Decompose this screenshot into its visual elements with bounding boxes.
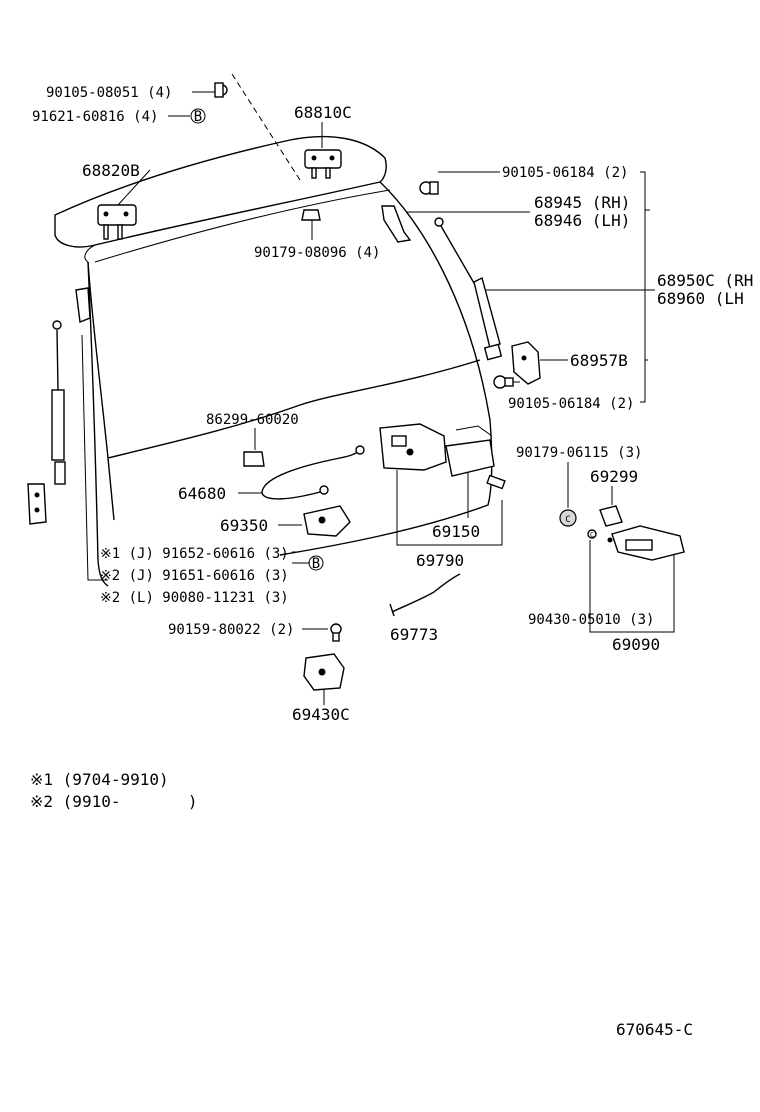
part-68945-bracket [381, 205, 412, 243]
label-68957b: 68957B [570, 351, 628, 370]
label-69773: 69773 [390, 625, 438, 644]
label-90105-06184-bottom: 90105-06184 (2) [508, 396, 634, 412]
part-90105-06184-bolt-bottom [493, 375, 514, 389]
part-68810c-hinge [304, 149, 342, 179]
svg-text:B: B [312, 556, 320, 572]
part-90430-05010-washer [587, 529, 597, 539]
label-64680: 64680 [178, 484, 226, 503]
part-86299-60020-clip [243, 451, 265, 467]
part-90105-08051-bolt [214, 82, 228, 98]
part-64680-cable [261, 445, 365, 500]
callout-b-top: B [190, 108, 206, 125]
label-91651-60616: ※2 (J) 91651-60616 (3) [100, 568, 289, 584]
label-68946: 68946 (LH) [534, 211, 630, 230]
label-86299-60020: 86299-60020 [206, 412, 299, 428]
dashed-leader [231, 73, 301, 181]
part-68950c-damper-right [434, 217, 503, 361]
part-69430c-striker [303, 653, 345, 691]
label-69350: 69350 [220, 516, 268, 535]
note-2: ※2 (9910- ) [30, 792, 198, 811]
label-90430-05010: 90430-05010 (3) [528, 612, 654, 628]
label-69150: 69150 [432, 522, 480, 541]
part-69350-lock-cylinder [303, 505, 351, 537]
label-90159-80022: 90159-80022 (2) [168, 622, 294, 638]
label-90179-08096: 90179-08096 (4) [254, 245, 380, 261]
callout-b-bottom: B [308, 555, 324, 572]
label-91652-60616: ※1 (J) 91652-60616 (3) [100, 546, 289, 562]
part-68820b-hinge [97, 204, 137, 240]
part-90159-80022-screw [330, 623, 342, 642]
label-91621-60816: 91621-60816 (4) [32, 109, 158, 125]
part-69090-outside-handle [607, 525, 685, 561]
part-69773-rod [389, 573, 461, 617]
back-door-outline [54, 135, 493, 587]
callout-c-nut: C [565, 515, 570, 525]
part-90179-08096-nut [301, 209, 321, 221]
part-68960-damper-left [51, 320, 66, 485]
note-1: ※1 (9704-9910) [30, 770, 169, 789]
label-69430c: 69430C [292, 705, 350, 724]
label-68945: 68945 (RH) [534, 193, 630, 212]
callout-c-washer: C [590, 531, 594, 539]
part-left-hinge-bracket [27, 483, 47, 525]
label-90105-08051: 90105-08051 (4) [46, 85, 172, 101]
part-labels: 90105-08051 (4) 91621-60816 (4) 68810C 6… [32, 85, 753, 724]
part-90179-06115-nut [559, 509, 577, 527]
svg-text:C: C [590, 531, 594, 539]
label-68820b: 68820B [82, 161, 140, 180]
label-90105-06184-top: 90105-06184 (2) [502, 165, 628, 181]
part-69299-protector [599, 505, 623, 527]
label-68810c: 68810C [294, 103, 352, 122]
label-69090: 69090 [612, 635, 660, 654]
label-90080-11231: ※2 (L) 90080-11231 (3) [100, 590, 289, 606]
label-69790: 69790 [416, 551, 464, 570]
part-69150-lock-assy [379, 423, 506, 490]
svg-text:C: C [565, 515, 570, 525]
part-pillar-bracket [75, 287, 91, 323]
part-90105-06184-bolt-top [419, 181, 439, 195]
svg-text:B: B [194, 109, 202, 125]
leader-lines [81, 91, 675, 705]
footnotes: ※1 (9704-9910) ※2 (9910- ) [30, 770, 198, 811]
figure-code: 670645-C [616, 1020, 693, 1039]
label-68950c: 68950C (RH [657, 271, 753, 290]
label-90179-06115: 90179-06115 (3) [516, 445, 642, 461]
part-68957b-bracket [511, 341, 541, 385]
label-69299: 69299 [590, 467, 638, 486]
label-68960: 68960 (LH [657, 289, 744, 308]
